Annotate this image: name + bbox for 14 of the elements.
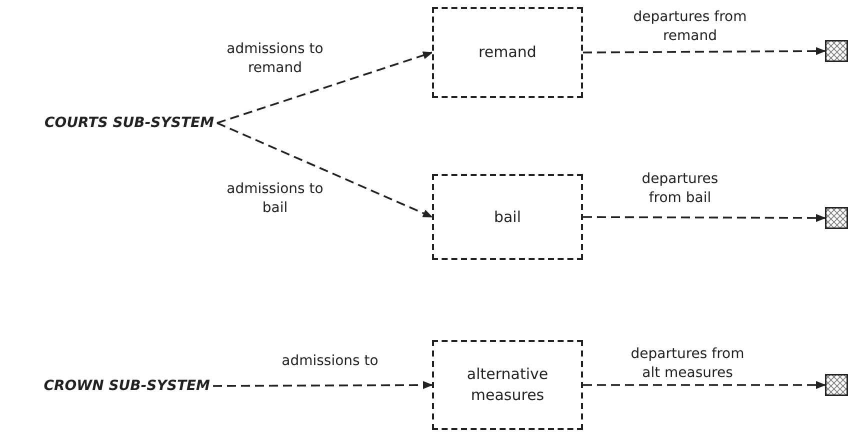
flow-arrow: [213, 381, 433, 390]
stock-label: alternative measures: [466, 364, 550, 406]
flow-arrow: [216, 122, 433, 218]
flow-arrow: [583, 47, 826, 56]
stock-box: [432, 7, 583, 98]
stock-label: bail: [492, 206, 522, 228]
subsystem-label: COURTS SUB-SYSTEM: [44, 114, 214, 132]
stock-box: [432, 174, 583, 260]
subsystem-label: CROWN SUB-SYSTEM: [44, 376, 210, 396]
flow-arrow: [583, 381, 826, 389]
stock-box: [432, 340, 583, 430]
stock-label: remand: [478, 42, 538, 63]
flow-arrow: [583, 214, 826, 222]
flow-arrow: [216, 52, 433, 124]
